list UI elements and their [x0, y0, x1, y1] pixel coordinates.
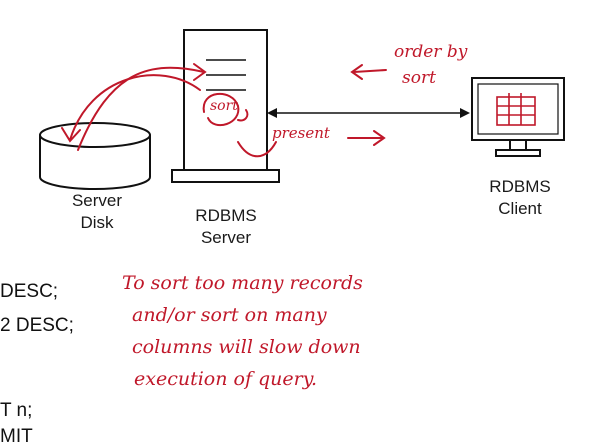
note-line-1: To sort too many records [122, 272, 363, 294]
server-disk-icon [39, 122, 151, 190]
code-line-2: 2 DESC; [0, 315, 74, 336]
order-by-annotation-line1: order by [394, 42, 468, 62]
client-monitor-icon [471, 77, 565, 157]
rdbms-server-label: RDBMS Server [180, 205, 272, 249]
rdbms-server-label-line2: Server [200, 228, 252, 247]
handwritten-note: To sort too many records and/or sort on … [122, 272, 582, 402]
server-disk-label-line1: Server [71, 191, 123, 210]
sort-annotation: sort [210, 98, 238, 114]
connection-arrow [267, 108, 470, 118]
rdbms-server-label-line1: RDBMS [195, 206, 257, 225]
server-tower-icon [171, 29, 280, 183]
code-line-4: MIT [0, 426, 33, 447]
server-disk-label-line2: Disk [80, 213, 114, 232]
code-line-3: T n; [0, 400, 33, 421]
red-annotation-strokes [61, 63, 387, 158]
diagram-canvas [39, 29, 565, 190]
server-disk-label: Server Disk [58, 190, 136, 234]
note-line-3: columns will slow down [132, 336, 361, 358]
code-line-1: DESC; [0, 281, 59, 302]
note-line-2: and/or sort on many [132, 304, 327, 326]
rdbms-client-label-line1: RDBMS [489, 177, 551, 196]
rdbms-client-label-line2: Client [498, 199, 542, 218]
note-line-4: execution of query. [134, 368, 317, 390]
rdbms-client-label: RDBMS Client [478, 176, 562, 220]
order-by-annotation-line2: sort [402, 68, 436, 88]
present-annotation: present [272, 124, 330, 142]
